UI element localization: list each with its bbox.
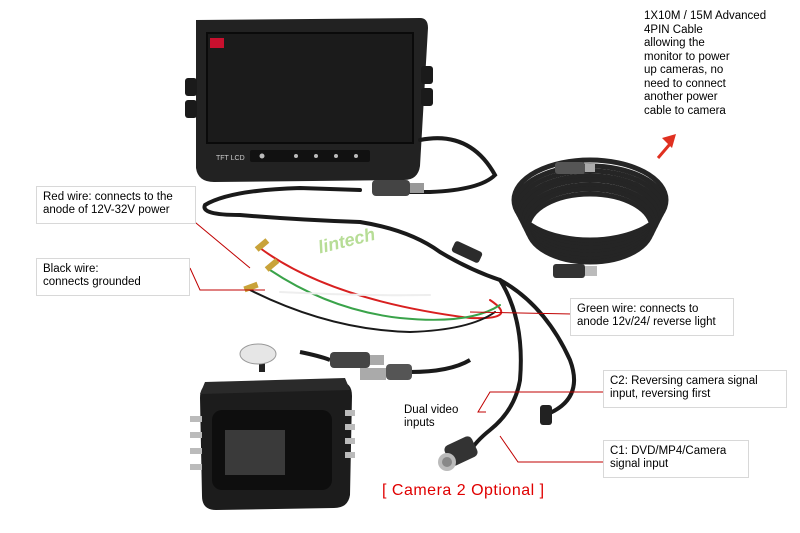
spade-terminals: [243, 238, 280, 293]
dual-video-label: Dual video inputs: [404, 404, 459, 429]
screen-logo-icon: [210, 38, 224, 48]
c1-label: C1: DVD/MP4/Camera signal input: [603, 440, 749, 478]
c2-label: C2: Reversing camera signal input, rever…: [603, 370, 787, 408]
red-wire-label: Red wire: connects to the anode of 12V-3…: [36, 186, 196, 224]
camera-connectors: [330, 352, 412, 380]
monitor: TFT LCD: [185, 18, 433, 182]
monitor-cables: [202, 136, 576, 454]
green-wire-label: Green wire: connects to anode 12v/24/ re…: [570, 298, 734, 336]
cable-description: 1X10M / 15M Advanced 4PIN Cable allowing…: [644, 10, 767, 117]
coil-connectors: [553, 162, 597, 278]
camera-optional-title: [ Camera 2 Optional ]: [382, 482, 545, 499]
arrow-icon: [656, 134, 676, 159]
black-wire-label: Black wire: connects grounded: [36, 258, 190, 296]
svg-text:TFT LCD: TFT LCD: [216, 155, 245, 162]
camera-cable: [299, 350, 472, 374]
c1-connector: [438, 436, 478, 471]
coiled-cable: [511, 157, 669, 265]
camera: [190, 343, 355, 510]
c2-end: [540, 405, 552, 425]
inline-connector: [372, 180, 483, 263]
power-wires: [249, 247, 503, 334]
callout-lines: [189, 217, 605, 463]
